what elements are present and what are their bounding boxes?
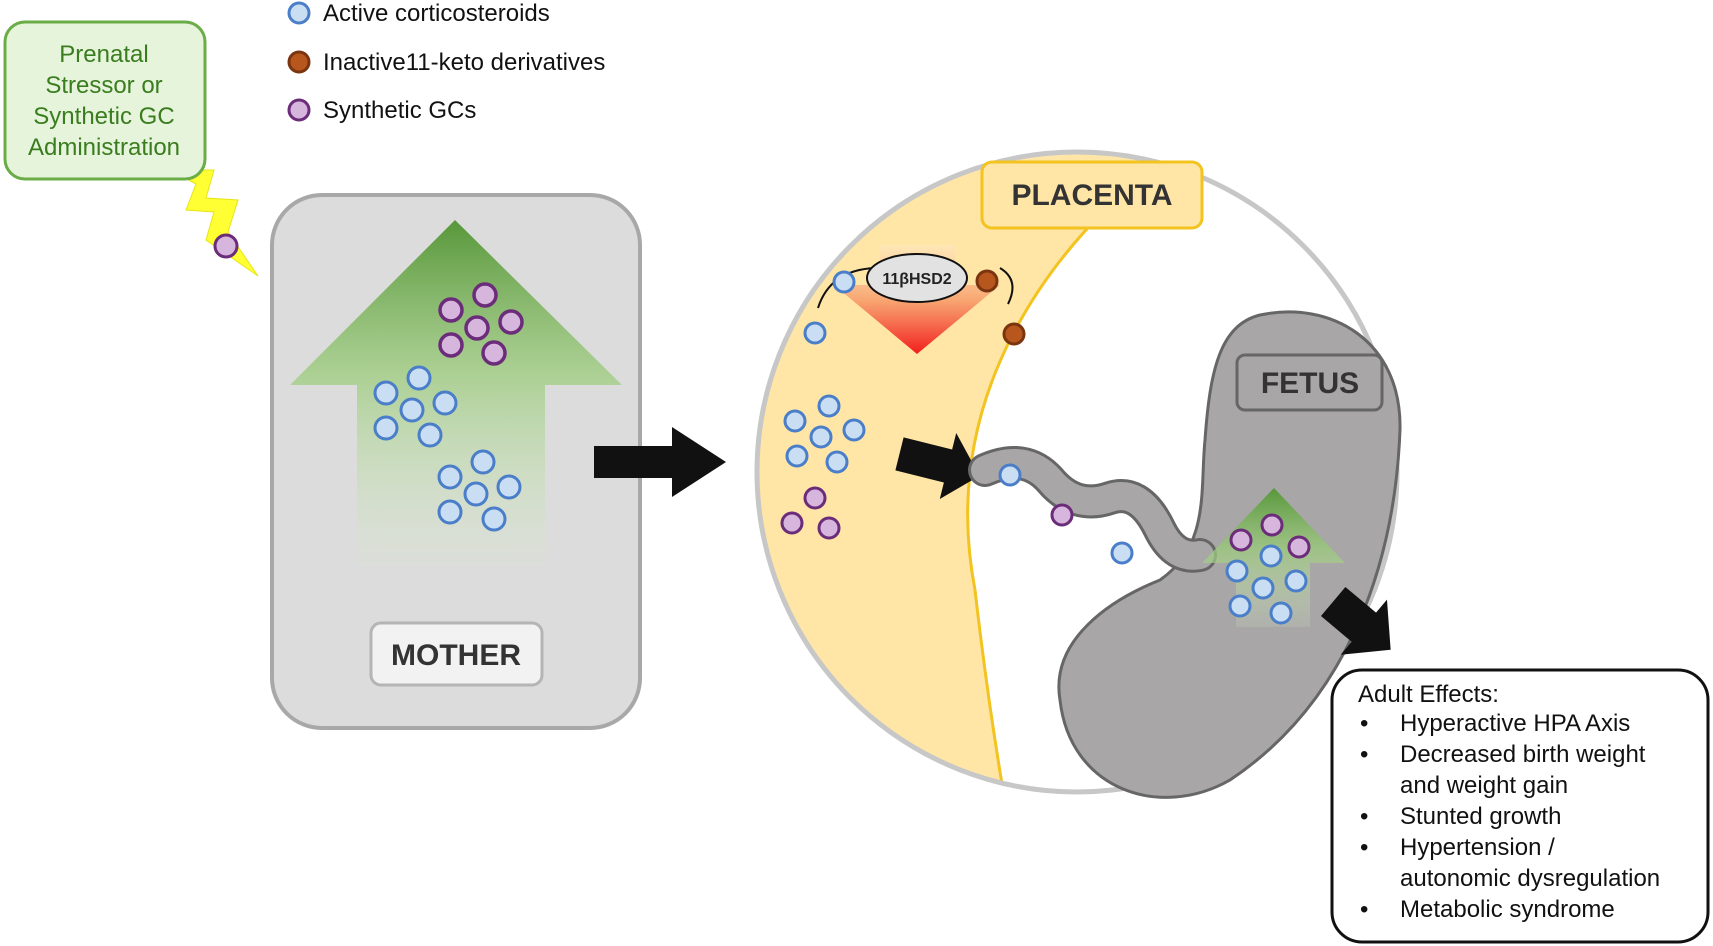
active-corticosteroid-molecule — [399, 397, 425, 423]
legend-item-synthetic-gcs: Synthetic GCs — [287, 97, 476, 124]
legend-label: Active corticosteroids — [323, 0, 550, 27]
stressor-line: Stressor or — [45, 72, 162, 99]
synthetic-gc-molecule — [498, 309, 524, 335]
placenta-fetus-view: PLACENTA 11βHSD2 FETUS — [754, 149, 1402, 799]
active-corticosteroid-molecule — [437, 464, 463, 490]
synthetic-gc-cluster — [438, 282, 524, 366]
active-corticosteroid-molecule — [842, 418, 866, 442]
mother-compartment: MOTHER — [270, 193, 642, 730]
active-corticosteroid-molecule — [406, 365, 432, 391]
active-corticosteroid-molecule — [785, 444, 809, 468]
synthetic-gc-molecule — [438, 332, 464, 358]
active-corticosteroid-molecule — [373, 380, 399, 406]
stressor-line: Prenatal — [59, 41, 148, 68]
effect-item: Hyperactive HPA Axis — [1400, 710, 1630, 737]
placenta-label: PLACENTA — [1011, 179, 1172, 212]
bullet: • — [1360, 803, 1368, 830]
synthetic-gc-molecule — [803, 486, 827, 510]
synthetic-gc-molecule — [780, 511, 804, 535]
legend-item-active-corticosteroids: Active corticosteroids — [287, 0, 550, 27]
active-corticosteroid-molecule — [1269, 601, 1293, 625]
active-corticosteroid-molecule — [998, 463, 1022, 487]
active-corticosteroid-molecule — [817, 394, 841, 418]
synthetic-gc-molecule — [464, 315, 490, 341]
adult-effects-title: Adult Effects: — [1358, 681, 1499, 708]
active-corticosteroid-molecule — [783, 409, 807, 433]
adult-effects-box: Adult Effects: • Hyperactive HPA Axis • … — [1330, 668, 1710, 944]
active-corticosteroid-molecule — [463, 481, 489, 507]
synthetic-gc-molecule — [481, 340, 507, 366]
active-corticosteroid-cluster — [437, 449, 522, 532]
fetus-label-box — [1235, 353, 1384, 412]
placenta-label-box — [980, 160, 1204, 230]
effect-item: Stunted growth — [1400, 803, 1561, 830]
active-corticosteroid-molecule — [1110, 541, 1134, 565]
synthetic-gc-molecule — [1229, 528, 1253, 552]
effect-item: and weight gain — [1400, 772, 1568, 799]
stressor-box — [3, 20, 207, 181]
conversion-arc — [999, 267, 1014, 305]
legend-item-inactive-derivatives: Inactive11-keto derivatives — [287, 49, 605, 76]
inactive-derivative-molecule — [975, 269, 999, 293]
bullet: • — [1360, 896, 1368, 923]
effect-item: Hypertension / — [1400, 834, 1555, 861]
active-corticosteroid-molecule — [809, 425, 833, 449]
active-corticosteroid-molecule — [1284, 569, 1308, 593]
effect-item: Decreased birth weight — [1400, 741, 1646, 768]
bullet: • — [1360, 741, 1368, 768]
synthetic-gc-molecule — [1260, 513, 1284, 537]
active-corticosteroid-molecule — [1251, 576, 1275, 600]
legend-label: Inactive11-keto derivatives — [323, 49, 605, 76]
fetus-label: FETUS — [1261, 367, 1359, 400]
synthetic-gc-molecule — [1050, 503, 1074, 527]
transfer-arrow-icon — [594, 427, 726, 497]
adult-effects-panel — [1330, 668, 1710, 944]
effect-item: autonomic dysregulation — [1400, 865, 1660, 892]
active-corticosteroid-molecule — [481, 506, 507, 532]
active-corticosteroid-molecule — [417, 422, 443, 448]
synthetic-gc-molecule — [472, 282, 498, 308]
synthetic-gc-molecule — [817, 516, 841, 540]
mother-label-box — [369, 621, 544, 687]
active-corticosteroid-molecule — [496, 474, 522, 500]
mother-label: MOTHER — [391, 639, 521, 672]
active-corticosteroid-molecule — [432, 390, 458, 416]
active-corticosteroid-molecule — [825, 450, 849, 474]
active-corticosteroid-molecule — [437, 499, 463, 525]
inactive-derivative-molecule — [1002, 322, 1026, 346]
active-corticosteroid-molecule — [1228, 594, 1252, 618]
stressor-line: Administration — [28, 134, 180, 161]
active-corticosteroid-icon — [287, 1, 311, 25]
outcome-arrow-icon — [1320, 586, 1391, 655]
enzyme-label: 11βHSD2 — [882, 271, 951, 288]
synthetic-gc-molecule — [213, 233, 239, 259]
active-corticosteroid-molecule — [1259, 544, 1283, 568]
enzyme-badge — [866, 253, 968, 303]
lightning-bolt-icon — [169, 169, 259, 277]
bullet: • — [1360, 834, 1368, 861]
effect-item: Metabolic syndrome — [1400, 896, 1615, 923]
active-corticosteroid-molecule — [832, 270, 856, 294]
transfer-arrow-icon — [895, 432, 980, 499]
active-corticosteroid-molecule — [373, 415, 399, 441]
stressor-callout: Prenatal Stressor or Synthetic GC Admini… — [3, 20, 259, 277]
synthetic-gc-icon — [287, 98, 311, 122]
synthetic-gc-molecule — [1287, 535, 1311, 559]
inactive-derivative-icon — [287, 50, 311, 74]
active-corticosteroid-cluster — [373, 365, 458, 448]
active-corticosteroid-molecule — [803, 321, 827, 345]
stressor-line: Synthetic GC — [33, 103, 174, 130]
bullet: • — [1360, 710, 1368, 737]
synthetic-gc-molecule — [438, 297, 464, 323]
legend-label: Synthetic GCs — [323, 97, 476, 124]
active-corticosteroid-molecule — [470, 449, 496, 475]
umbilical-cord — [971, 449, 1214, 570]
legend: Active corticosteroids Inactive11-keto d… — [287, 0, 605, 124]
increase-arrow-icon — [290, 220, 622, 565]
active-corticosteroid-molecule — [1225, 559, 1249, 583]
